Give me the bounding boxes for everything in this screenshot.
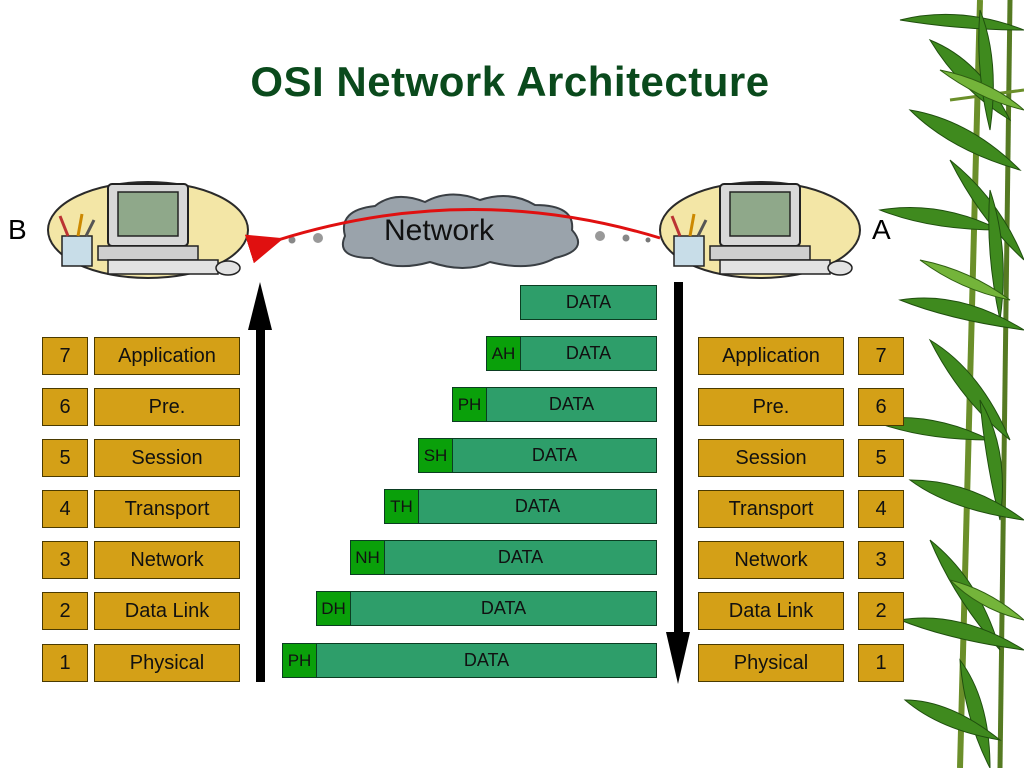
right-layer-name: Pre. — [698, 388, 844, 426]
right-layer-number: 4 — [858, 490, 904, 528]
upward-arrow — [248, 282, 272, 682]
left-layer-number: 6 — [42, 388, 88, 426]
right-layer-name: Application — [698, 337, 844, 375]
pdu-data-block: DATA — [350, 591, 657, 626]
left-layer-number: 1 — [42, 644, 88, 682]
pdu-header-block: NH — [350, 540, 385, 575]
left-layer-name: Transport — [94, 490, 240, 528]
left-layer-name: Application — [94, 337, 240, 375]
left-layer-name: Network — [94, 541, 240, 579]
left-layer-name: Physical — [94, 644, 240, 682]
pdu-data-block: DATA — [452, 438, 657, 473]
left-layer-number: 3 — [42, 541, 88, 579]
right-layer-number: 2 — [858, 592, 904, 630]
right-layer-name: Transport — [698, 490, 844, 528]
pdu-data-block: DATA — [520, 336, 657, 371]
desktop-computer-icon — [659, 181, 861, 279]
page-title: OSI Network Architecture — [250, 58, 770, 105]
left-layer-number: 2 — [42, 592, 88, 630]
pdu-data-block: DATA — [384, 540, 657, 575]
host-a-label: A — [872, 214, 891, 245]
pdu-data-block: DATA — [520, 285, 657, 320]
downward-arrow — [666, 282, 690, 684]
right-layer-number: 1 — [858, 644, 904, 682]
left-layer-name: Pre. — [94, 388, 240, 426]
left-layer-name: Data Link — [94, 592, 240, 630]
left-layer-number: 7 — [42, 337, 88, 375]
pdu-header-block: DH — [316, 591, 351, 626]
pdu-header-block: PH — [282, 643, 317, 678]
pdu-header-block: SH — [418, 438, 453, 473]
right-layer-number: 7 — [858, 337, 904, 375]
network-label: Network — [384, 214, 495, 247]
host-b-label: B — [8, 214, 27, 245]
bamboo-decoration — [868, 0, 1024, 768]
right-layer-name: Physical — [698, 644, 844, 682]
right-layer-name: Network — [698, 541, 844, 579]
transmission-arrow — [244, 208, 661, 264]
pdu-header-block: TH — [384, 489, 419, 524]
pdu-header-block: PH — [452, 387, 487, 422]
pdu-data-block: DATA — [418, 489, 657, 524]
right-layer-number: 3 — [858, 541, 904, 579]
right-layer-name: Data Link — [698, 592, 844, 630]
left-layer-name: Session — [94, 439, 240, 477]
pdu-data-block: DATA — [486, 387, 657, 422]
left-layer-number: 5 — [42, 439, 88, 477]
right-layer-number: 5 — [858, 439, 904, 477]
right-layer-number: 6 — [858, 388, 904, 426]
left-layer-number: 4 — [42, 490, 88, 528]
right-layer-name: Session — [698, 439, 844, 477]
pdu-data-block: DATA — [316, 643, 657, 678]
desktop-computer-icon — [47, 181, 249, 279]
pdu-header-block: AH — [486, 336, 521, 371]
